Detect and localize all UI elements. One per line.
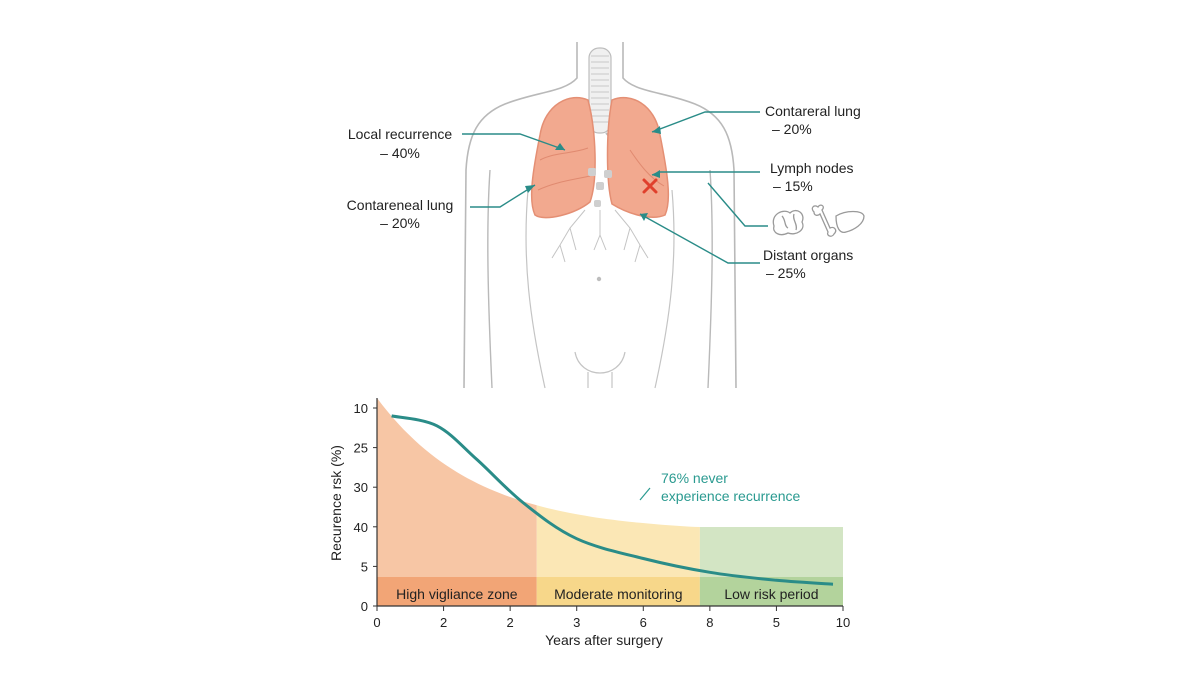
risk-curve	[391, 414, 834, 586]
lymph-node-cluster	[588, 168, 612, 207]
y-tick-label: 40	[354, 520, 368, 535]
leader-contra-right	[651, 111, 760, 133]
x-tick-label: 8	[706, 615, 713, 630]
callout-distant: Distant organs – 25%	[763, 247, 853, 281]
zone-fill-0	[377, 398, 537, 577]
x-tick-label: 0	[373, 615, 380, 630]
body-outline	[463, 42, 737, 389]
callout-contra-left: Contareneal lung – 20%	[347, 197, 454, 231]
leader-lymph	[651, 171, 760, 176]
bone-icon	[811, 204, 837, 237]
x-tick-label: 6	[640, 615, 647, 630]
lung-fissures	[537, 147, 665, 191]
callout-contra-right-name: Contareral lung	[765, 103, 861, 119]
right-lung	[606, 96, 670, 218]
callout-local-name: Local recurrence	[348, 126, 452, 142]
y-tick-label: 0	[361, 599, 368, 614]
leader-organs	[707, 182, 768, 227]
leader-lines	[462, 111, 768, 264]
zone-fill-2	[699, 527, 843, 577]
leader-distant	[639, 213, 760, 264]
leader-contra-left	[470, 184, 536, 208]
left-lung	[530, 96, 596, 219]
bronchial-tree	[551, 209, 649, 263]
left-arm-inner	[487, 169, 493, 389]
x-axis-title: Years after surgery	[545, 632, 663, 648]
callout-contra-left-value: – 20%	[380, 215, 420, 231]
red-x-icon	[642, 178, 658, 194]
recurrence-risk-chart: High vigliance zone Moderate monitoring Lo…	[328, 398, 850, 648]
y-tick-label: 10	[354, 401, 368, 416]
chart-axes	[376, 398, 843, 607]
waist-right	[654, 189, 675, 389]
y-axis-title: Recurence rsk (%)	[328, 445, 344, 561]
zone-band-1	[536, 577, 700, 606]
zone-label-0: High vigliance zone	[396, 586, 518, 602]
zone-fills	[377, 398, 843, 577]
x-tick-labels: 0 2 2 3 6 8 5 10	[373, 606, 850, 630]
x-tick-label: 2	[440, 615, 447, 630]
zone-bands: High vigliance zone Moderate monitoring Lo…	[377, 577, 843, 606]
x-tick-label: 3	[573, 615, 580, 630]
x-tick-label: 5	[773, 615, 780, 630]
x-tick-label: 2	[507, 615, 514, 630]
pelvis-curve	[574, 351, 626, 374]
callout-distant-value: – 25%	[766, 265, 806, 281]
right-arm-inner	[707, 169, 713, 389]
zone-band-0	[377, 577, 537, 606]
callout-lymph-value: – 15%	[773, 178, 813, 194]
callout-lymph: Lymph nodes – 15%	[770, 160, 854, 194]
callout-lymph-name: Lymph nodes	[770, 160, 854, 176]
waist-left	[525, 189, 546, 389]
leader-local	[462, 133, 566, 151]
y-tick-label: 30	[354, 480, 368, 495]
annotation-line2: experience recurrence	[661, 488, 801, 504]
torso-diagram	[463, 42, 737, 389]
zone-band-2	[699, 577, 843, 606]
pelvis-lines	[587, 372, 613, 388]
zone-label-2: Low risk period	[724, 586, 818, 602]
x-tick-label: 10	[836, 615, 850, 630]
callout-local-value: – 40%	[380, 145, 420, 161]
y-tick-label: 5	[361, 559, 368, 574]
callout-contra-right-value: – 20%	[772, 121, 812, 137]
annotation-tick	[639, 487, 651, 501]
navel	[596, 276, 602, 282]
zone-label-1: Moderate monitoring	[554, 586, 682, 602]
annotation-line1: 76% never	[661, 470, 728, 486]
callout-contra-left-name: Contareneal lung	[347, 197, 454, 213]
callout-local: Local recurrence – 40%	[348, 126, 452, 161]
leader-arrowheads	[525, 126, 661, 221]
liver-icon	[835, 210, 865, 234]
callout-distant-name: Distant organs	[763, 247, 853, 263]
y-tick-label: 25	[354, 441, 368, 456]
zone-fill-1	[536, 505, 700, 577]
brain-icon	[772, 209, 804, 236]
callout-contra-right: Contareral lung – 20%	[765, 103, 861, 137]
